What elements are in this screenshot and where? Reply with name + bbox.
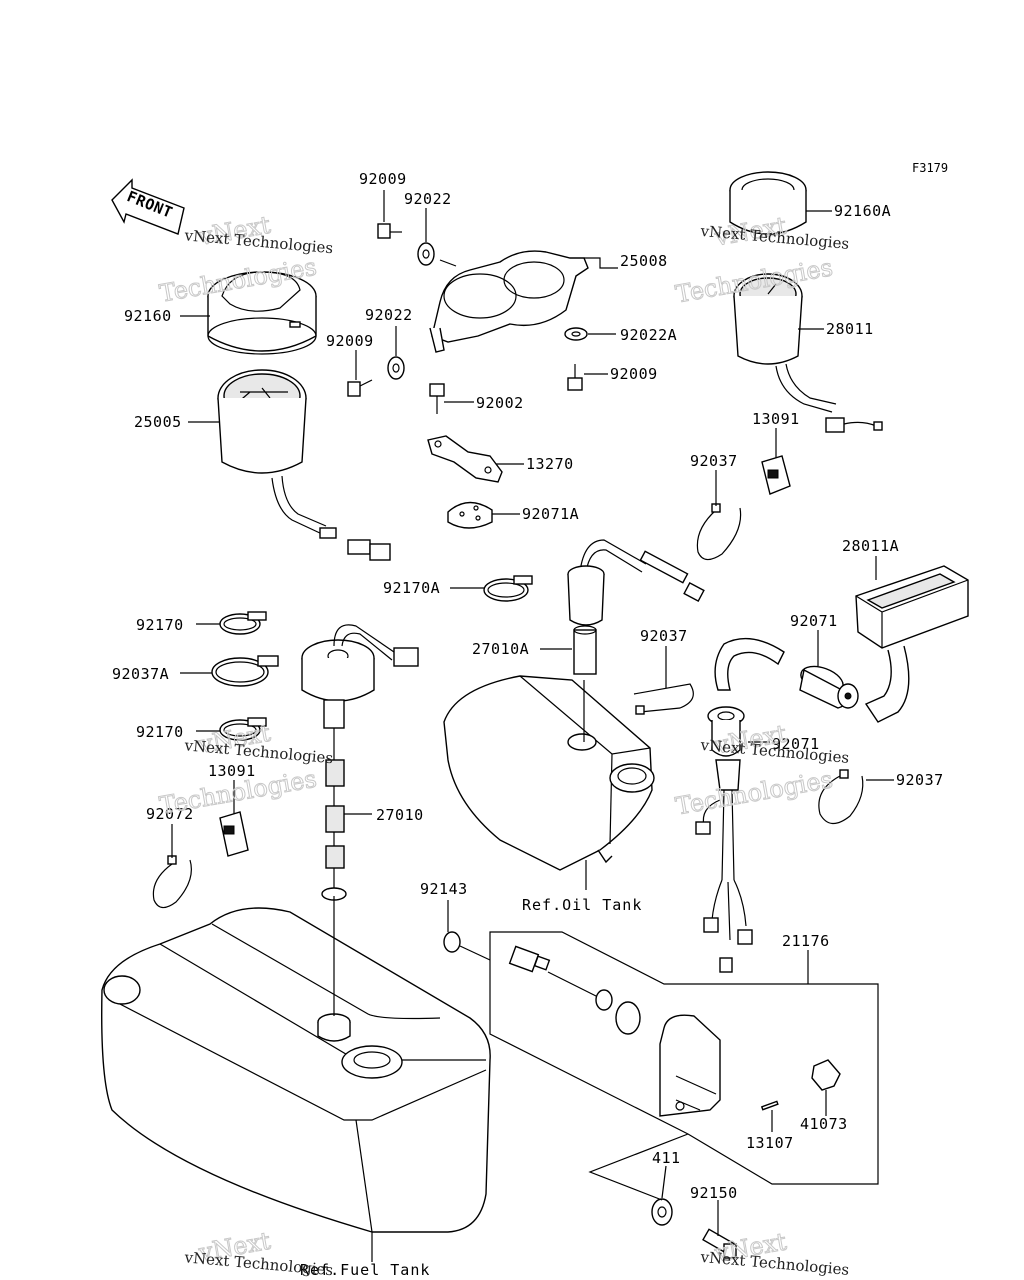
label-28011[interactable]: 28011 — [826, 320, 874, 338]
bracket-13270[interactable] — [427, 435, 503, 483]
gauge-28011[interactable] — [733, 273, 883, 433]
label-92022-top[interactable]: 92022 — [404, 190, 452, 208]
fuel-level-sender-27010[interactable] — [301, 624, 419, 901]
oil-tank — [443, 675, 655, 871]
bolt-92143[interactable] — [443, 931, 491, 961]
label-13270[interactable]: 13270 — [526, 455, 574, 473]
label-27010[interactable]: 27010 — [376, 806, 424, 824]
front-arrow-icon: FRONT — [111, 178, 185, 235]
clip-13091-left[interactable] — [219, 811, 249, 857]
watermark-4: vNext Technologies vNext Technologies — [673, 719, 850, 821]
ref-fuel-tank-label: Ref.Fuel Tank — [300, 1261, 430, 1279]
bolt-92009-top[interactable] — [377, 223, 402, 239]
label-41073[interactable]: 41073 — [800, 1115, 848, 1133]
label-92037-right[interactable]: 92037 — [896, 771, 944, 789]
label-92160[interactable]: 92160 — [124, 307, 172, 325]
washer-92022-top[interactable] — [417, 242, 435, 266]
meter-cover-92160A[interactable] — [729, 171, 807, 235]
label-92160A[interactable]: 92160A — [834, 202, 891, 220]
bolt-92002[interactable] — [429, 383, 445, 414]
label-13091-top[interactable]: 13091 — [752, 410, 800, 428]
clip-41073[interactable] — [811, 1059, 841, 1091]
part-labels: 92009 92022 25008 92022 92009 92022A 920… — [112, 170, 944, 1279]
meter-bracket-25008[interactable] — [429, 250, 589, 353]
strap-92037-top[interactable] — [696, 503, 742, 561]
sender-harness-right[interactable] — [695, 759, 753, 973]
label-92002[interactable]: 92002 — [476, 394, 524, 412]
label-92037-mid[interactable]: 92037 — [640, 627, 688, 645]
oil-level-sender-27010A[interactable] — [567, 539, 705, 675]
grommet-92071-b[interactable] — [707, 706, 745, 757]
label-27010A[interactable]: 27010A — [472, 640, 529, 658]
label-92170A[interactable]: 92170A — [383, 579, 440, 597]
label-25008[interactable]: 25008 — [620, 252, 668, 270]
label-25005[interactable]: 25005 — [134, 413, 182, 431]
figure-code: F3179 — [912, 161, 948, 175]
speedometer-25005[interactable] — [217, 369, 391, 561]
label-92150[interactable]: 92150 — [690, 1184, 738, 1202]
strap-92037-right[interactable] — [818, 769, 864, 825]
meter-cover-92160[interactable] — [207, 271, 317, 355]
label-92071-b[interactable]: 92071 — [772, 735, 820, 753]
strap-92037-mid[interactable] — [633, 683, 694, 715]
svg-text:Technologies: Technologies — [673, 765, 834, 820]
label-92170-b[interactable]: 92170 — [136, 723, 184, 741]
label-92022-mid[interactable]: 92022 — [365, 306, 413, 324]
label-92072[interactable]: 92072 — [146, 805, 194, 823]
ref-oil-tank-label: Ref.Oil Tank — [522, 896, 642, 914]
label-92009-right[interactable]: 92009 — [610, 365, 658, 383]
label-92009-mid[interactable]: 92009 — [326, 332, 374, 350]
label-21176[interactable]: 21176 — [782, 932, 830, 950]
clip-13091-top[interactable] — [761, 455, 791, 495]
washer-411[interactable] — [651, 1198, 673, 1226]
clamp-92037A[interactable] — [211, 655, 279, 687]
label-92009-top[interactable]: 92009 — [359, 170, 407, 188]
label-411[interactable]: 411 — [652, 1149, 681, 1167]
bolt-92009-right[interactable] — [567, 364, 583, 391]
label-92037-top[interactable]: 92037 — [690, 452, 738, 470]
washer-92022A[interactable] — [564, 327, 588, 341]
label-92170-a[interactable]: 92170 — [136, 616, 184, 634]
grommet-92071A[interactable] — [447, 501, 493, 529]
fuel-tank — [101, 907, 491, 1233]
indicator-28011A[interactable] — [855, 565, 969, 723]
clamp-92170-a[interactable] — [219, 611, 267, 635]
clamp-92170A[interactable] — [483, 575, 533, 602]
leader-lines — [171, 190, 894, 1262]
label-92037A[interactable]: 92037A — [112, 665, 169, 683]
strap-92072[interactable] — [152, 855, 192, 909]
hose-upper-right[interactable] — [714, 637, 785, 691]
bolt-92009-mid[interactable] — [347, 379, 373, 397]
watermark-5: vNext vNext Technologies — [183, 1226, 334, 1279]
watermark-6: vNext vNext Technologies — [699, 1227, 850, 1279]
label-13107[interactable]: 13107 — [746, 1134, 794, 1152]
washer-92022-mid[interactable] — [387, 356, 405, 380]
label-28011A[interactable]: 28011A — [842, 537, 899, 555]
clamp-92170-b[interactable] — [219, 717, 267, 741]
grommet-92071[interactable] — [797, 661, 859, 709]
bolt-92150[interactable] — [702, 1228, 737, 1259]
level-sender-21176[interactable] — [489, 931, 879, 1185]
label-92071A[interactable]: 92071A — [522, 505, 579, 523]
label-13091-left[interactable]: 13091 — [208, 762, 256, 780]
label-92143[interactable]: 92143 — [420, 880, 468, 898]
label-92071[interactable]: 92071 — [790, 612, 838, 630]
label-92022A[interactable]: 92022A — [620, 326, 677, 344]
